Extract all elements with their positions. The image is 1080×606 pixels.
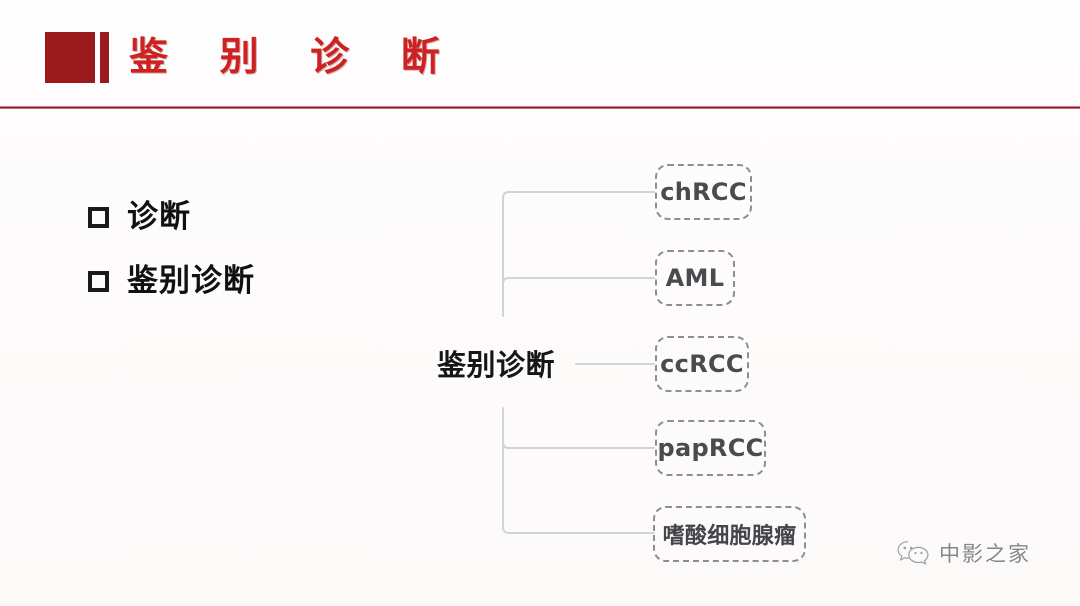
bullet-item-label: 诊断 [127,199,191,235]
connector-paprcc [502,441,655,449]
mindmap-node-label: 嗜酸细胞腺瘤 [662,524,797,549]
mindmap-node-label: AML [665,264,725,292]
hollow-square-bullet-icon [88,270,109,292]
bullet-item-label: 鉴别诊断 [127,263,255,299]
connector-aml [502,277,655,285]
mindmap-node-ccrcc[interactable]: ccRCC [655,336,749,392]
page-title: 鉴 别 诊 断 [129,35,459,80]
connector-trunk-lower [502,407,655,534]
header-divider [0,106,1080,109]
header-accent-square [45,32,95,83]
watermark-label: 中影之家 [939,542,1031,566]
mindmap-node-label: ccRCC [660,350,744,378]
watermark: 中影之家 [896,538,1031,568]
header-accent-bar [100,32,109,83]
hollow-square-bullet-icon [88,206,109,228]
mindmap-node-paprcc[interactable]: papRCC [655,420,766,476]
list-item: 鉴别诊断 [88,260,388,302]
slide-header: 鉴 别 诊 断 [0,0,1080,110]
connector-trunk-upper [502,191,514,317]
mindmap-node-aml[interactable]: AML [655,250,735,306]
wechat-icon [897,541,929,566]
mindmap-node-chrcc[interactable]: chRCC [655,164,752,220]
mindmap-node-label: chRCC [660,178,747,206]
list-item: 诊断 [88,196,388,238]
mindmap-root-label: 鉴别诊断 [437,348,556,382]
bullet-list: 诊断 鉴别诊断 [88,196,388,324]
mindmap-node-label: papRCC [657,434,764,462]
mindmap-node-oncocytoma[interactable]: 嗜酸细胞腺瘤 [653,506,806,562]
